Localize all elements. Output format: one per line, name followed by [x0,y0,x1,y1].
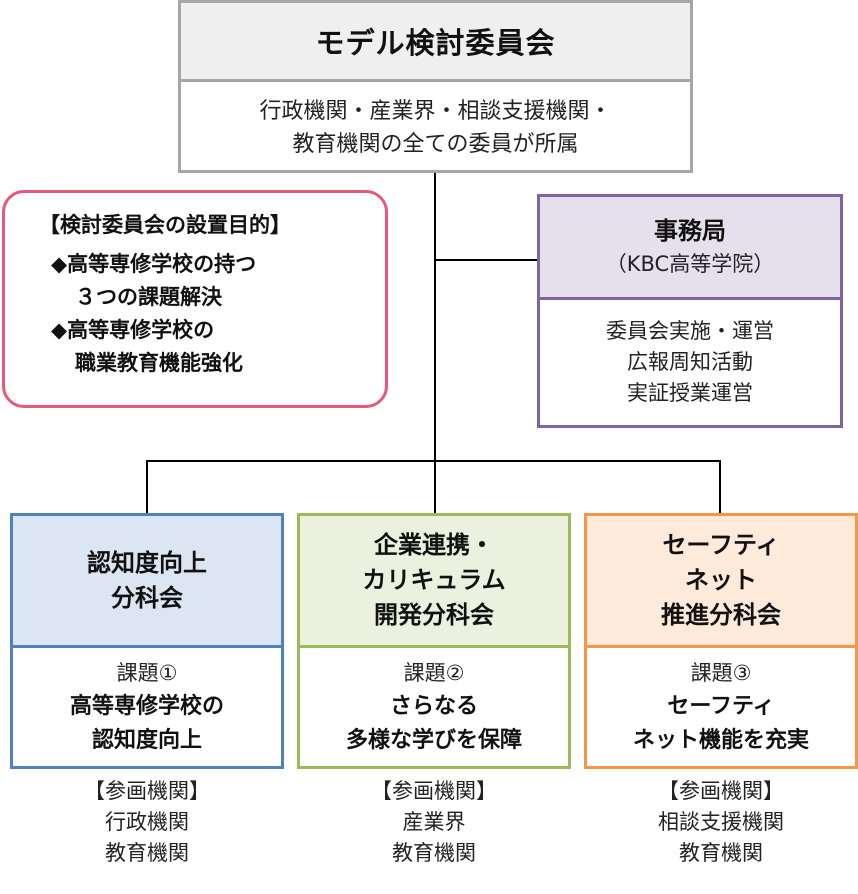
connector-sub3 [719,460,721,514]
subcommittee-name-line: 推進分科会 [661,601,781,629]
member: 教育機関 [105,841,189,865]
issue-line: 高等専修学校の [69,694,224,719]
subcommittee-name-line: 分科会 [111,583,183,612]
purpose-item-text: ３つの課題解決 [75,285,222,309]
subcommittee-members: 【参画機関】 相談支援機関 教育機関 [584,776,858,869]
diamond-bullet-icon: ◆ [51,252,68,276]
purpose-title: 【検討委員会の設置目的】 [39,213,291,237]
purpose-item-text: 高等専修学校の持つ [67,252,257,276]
issue-line: ネット機能を充実 [632,728,809,753]
subcommittee-members: 【参画機関】 産業界 教育機関 [297,776,571,869]
committee-title: モデル検討委員会 [181,3,690,82]
connector-office-branch [435,259,538,261]
committee-box: モデル検討委員会 行政機関・産業界・相談支援機関・ 教育機関の全ての委員が所属 [178,0,693,173]
subcommittee-name-line: 認知度向上 [87,548,207,577]
member: 産業界 [402,810,466,834]
connector-bus [146,460,721,462]
issue-label: 課題② [403,661,465,685]
committee-description: 行政機関・産業界・相談支援機関・ 教育機関の全ての委員が所属 [181,82,690,173]
office-duty: 委員会実施・運営 [606,319,774,343]
purpose-box: 【検討委員会の設置目的】 ◆高等専修学校の持つ ３つの課題解決 ◆高等専修学校の… [2,190,388,408]
issue-label: 課題③ [690,661,752,685]
connector-sub1 [146,460,148,514]
member: 教育機関 [392,841,476,865]
subcommittee-issue: 課題① 高等専修学校の 認知度向上 [13,648,281,766]
issue-line: セーフティ [667,694,775,719]
issue-line: さらなる [389,694,478,719]
connector-trunk [434,172,436,514]
diamond-bullet-icon: ◆ [51,318,68,342]
committee-description-line: 教育機関の全ての委員が所属 [292,131,579,157]
subcommittee-industry-curriculum: 企業連携・ カリキュラム 開発分科会 課題② さらなる 多様な学びを保障 [297,513,571,769]
subcommittee-issue: 課題③ セーフティ ネット機能を充実 [587,648,855,766]
subcommittee-name-line: 開発分科会 [374,601,494,629]
subcommittee-name-line: セーフティ [662,531,780,559]
members-title: 【参画機関】 [371,779,497,803]
purpose-item-text: 高等専修学校の [67,318,215,342]
purpose-item: ◆高等専修学校の 職業教育機能強化 [39,314,385,380]
subcommittee-members: 【参画機関】 行政機関 教育機関 [10,776,284,869]
issue-label: 課題① [116,661,178,685]
subcommittee-name: セーフティ ネット 推進分科会 [587,516,855,648]
members-title: 【参画機関】 [658,779,784,803]
subcommittee-name-line: ネット [685,566,757,594]
subcommittee-awareness: 認知度向上 分科会 課題① 高等専修学校の 認知度向上 [10,513,284,769]
purpose-item-text: 職業教育機能強化 [75,351,243,375]
member: 相談支援機関 [658,810,784,834]
office-title: 事務局 [654,217,726,245]
office-duty: 実証授業運営 [627,381,753,405]
subcommittee-name: 認知度向上 分科会 [13,516,281,648]
office-duty: 広報周知活動 [627,350,753,374]
member: 行政機関 [105,810,189,834]
office-header: 事務局 （KBC高等学院） [540,197,840,300]
subcommittee-name-line: カリキュラム [362,566,506,594]
subcommittee-issue: 課題② さらなる 多様な学びを保障 [300,648,568,766]
committee-description-line: 行政機関・産業界・相談支援機関・ [259,98,612,124]
office-box: 事務局 （KBC高等学院） 委員会実施・運営 広報周知活動 実証授業運営 [537,194,843,428]
purpose-item: ◆高等専修学校の持つ ３つの課題解決 [39,248,385,314]
subcommittee-name-line: 企業連携・ [374,531,494,559]
issue-line: 多様な学びを保障 [345,728,522,753]
subcommittee-safety-net: セーフティ ネット 推進分科会 課題③ セーフティ ネット機能を充実 [584,513,858,769]
office-duties: 委員会実施・運営 広報周知活動 実証授業運営 [540,300,840,425]
members-title: 【参画機関】 [84,779,210,803]
member: 教育機関 [679,841,763,865]
office-subtitle: （KBC高等学院） [605,252,775,276]
issue-line: 認知度向上 [91,728,202,753]
subcommittee-name: 企業連携・ カリキュラム 開発分科会 [300,516,568,648]
